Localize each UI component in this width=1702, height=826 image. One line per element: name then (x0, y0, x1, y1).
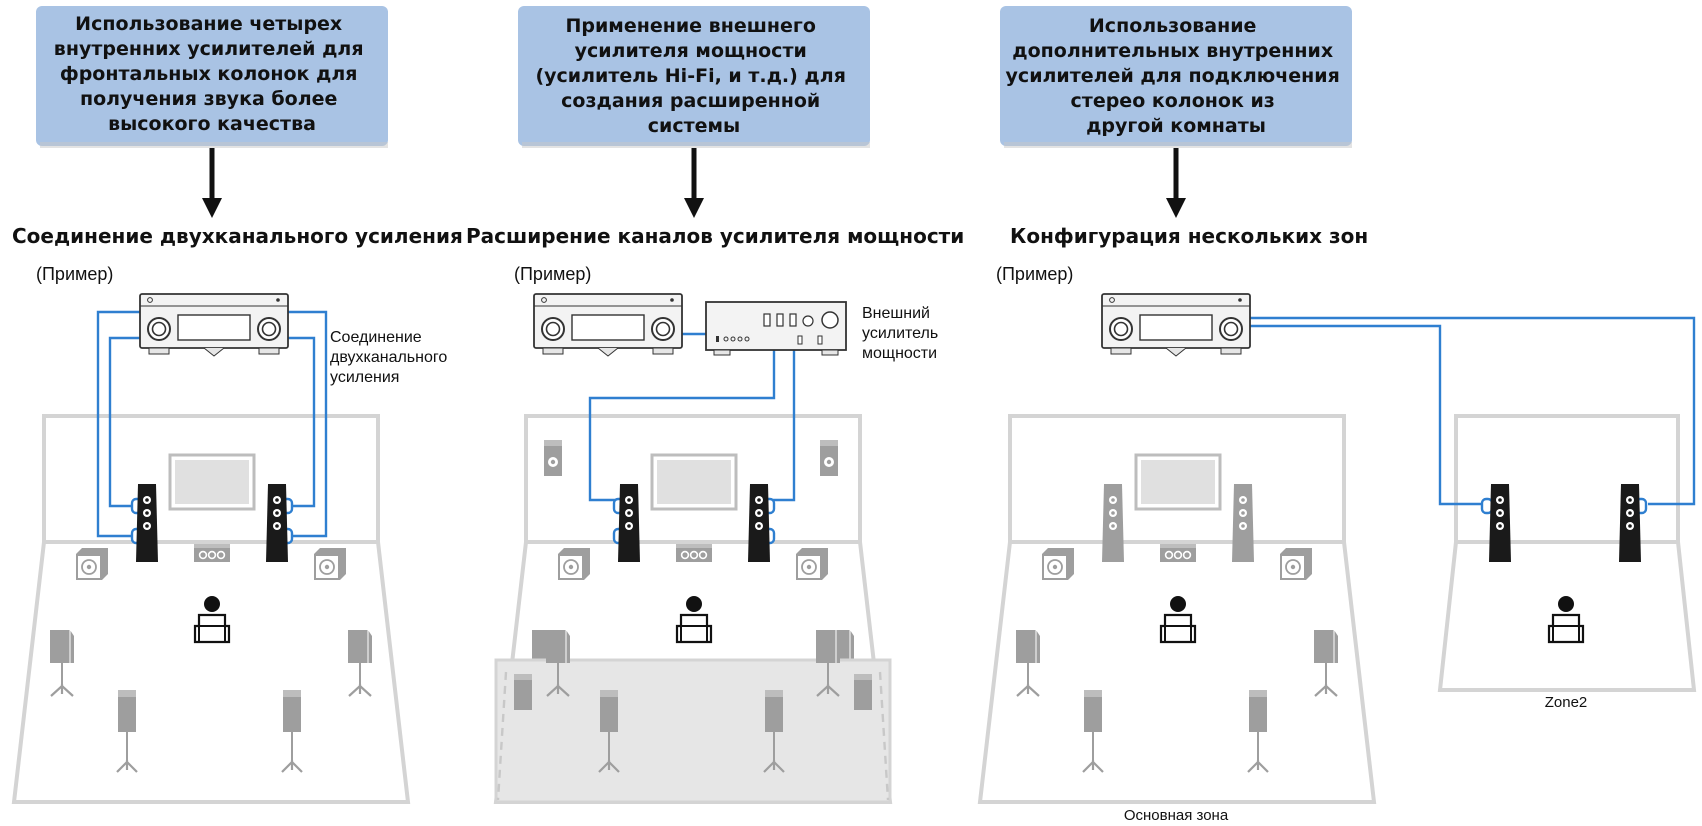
heading-power-amp: Расширение каналов усилителя мощности (466, 224, 964, 248)
example-label-2: (Пример) (514, 264, 591, 284)
panel-multi-zone: Использование дополнительных внутренних … (977, 6, 1697, 824)
av-receiver-1 (139, 293, 289, 357)
down-arrow-icon (1166, 148, 1186, 218)
svg-text:Использование дополнител: Использование дополнительных внутренних … (1006, 15, 1347, 137)
front-right-speaker-2 (748, 484, 770, 562)
heading-multi-zone: Конфигурация нескольких зон (1010, 224, 1368, 248)
bi-amp-label-line-1: Соединение (330, 329, 422, 346)
presence-right-speaker (820, 440, 838, 476)
front-left-speaker (136, 484, 158, 562)
room-1 (11, 414, 411, 804)
svg-text:Использование четырех вн: Использование четырех внутренних усилите… (54, 13, 370, 135)
box2-line-5: системы (648, 115, 740, 137)
ext-amp-label-line-2: усилитель (862, 325, 938, 342)
ext-amp-label-line-3: мощности (862, 345, 937, 362)
zone2-label: Zone2 (1545, 694, 1588, 711)
bi-amp-label-line-3: усиления (330, 369, 399, 386)
box3-line-5: другой комнаты (1086, 115, 1266, 137)
heading-bi-amp: Соединение двухканального усиления (12, 224, 463, 248)
zone2-left-speaker (1489, 484, 1511, 562)
av-receiver-2 (533, 293, 683, 357)
box1-line-2: внутренних усилителей для (54, 38, 364, 60)
extended-zone-area (494, 628, 892, 804)
box2-line-2: усилителя мощности (575, 40, 807, 62)
panel-bi-amp: Использование четырех внутренних усилите… (11, 6, 463, 804)
main-zone-label: Основная зона (1124, 807, 1229, 824)
example-label-1: (Пример) (36, 264, 113, 284)
svg-text:Применение внешнего усил: Применение внешнего усилителя мощности (… (535, 15, 852, 137)
box1-line-3: фронтальных колонок для (60, 63, 358, 85)
description-box-3 (1000, 6, 1352, 146)
example-label-3: (Пример) (996, 264, 1073, 284)
front-right-speaker (266, 484, 288, 562)
down-arrow-icon (202, 148, 222, 218)
main-zone-room (977, 414, 1377, 804)
zone2-room (1437, 414, 1697, 692)
panel-power-amp: Применение внешнего усилителя мощности (… (466, 6, 964, 804)
box1-line-4: получения звука более (80, 88, 337, 110)
svg-text:Внешний усилитель: Внешний усилитель мощности (862, 305, 943, 362)
ext-amp-label-line-1: Внешний (862, 305, 930, 322)
box2-line-1: Применение внешнего (565, 15, 815, 37)
presence-left-speaker (544, 440, 562, 476)
external-power-amplifier (705, 301, 847, 356)
box3-line-2: дополнительных внутренних (1012, 40, 1333, 62)
box3-line-1: Использование (1089, 15, 1257, 37)
box1-line-5: высокого качества (108, 113, 316, 135)
box2-line-4: создания расширенной (561, 90, 820, 112)
box3-line-4: стерео колонок из (1071, 90, 1275, 112)
description-box-2 (518, 6, 870, 146)
front-left-speaker-2 (618, 484, 640, 562)
svg-text:Соединение двухканальног: Соединение двухканального усиления (330, 329, 452, 386)
description-box-1 (36, 6, 388, 146)
bi-amp-cables (96, 310, 328, 538)
zone2-cables (1250, 316, 1696, 506)
zone2-right-speaker (1619, 484, 1641, 562)
box3-line-3: усилителей для подключения (1006, 65, 1340, 87)
down-arrow-icon (684, 148, 704, 218)
power-amp-cables (588, 332, 796, 502)
box2-line-3: (усилитель Hi-Fi, и т.д.) для (535, 65, 845, 87)
av-receiver-3 (1101, 293, 1251, 357)
box1-line-1: Использование четырех (75, 13, 342, 35)
bi-amp-label-line-2: двухканального (330, 349, 447, 366)
